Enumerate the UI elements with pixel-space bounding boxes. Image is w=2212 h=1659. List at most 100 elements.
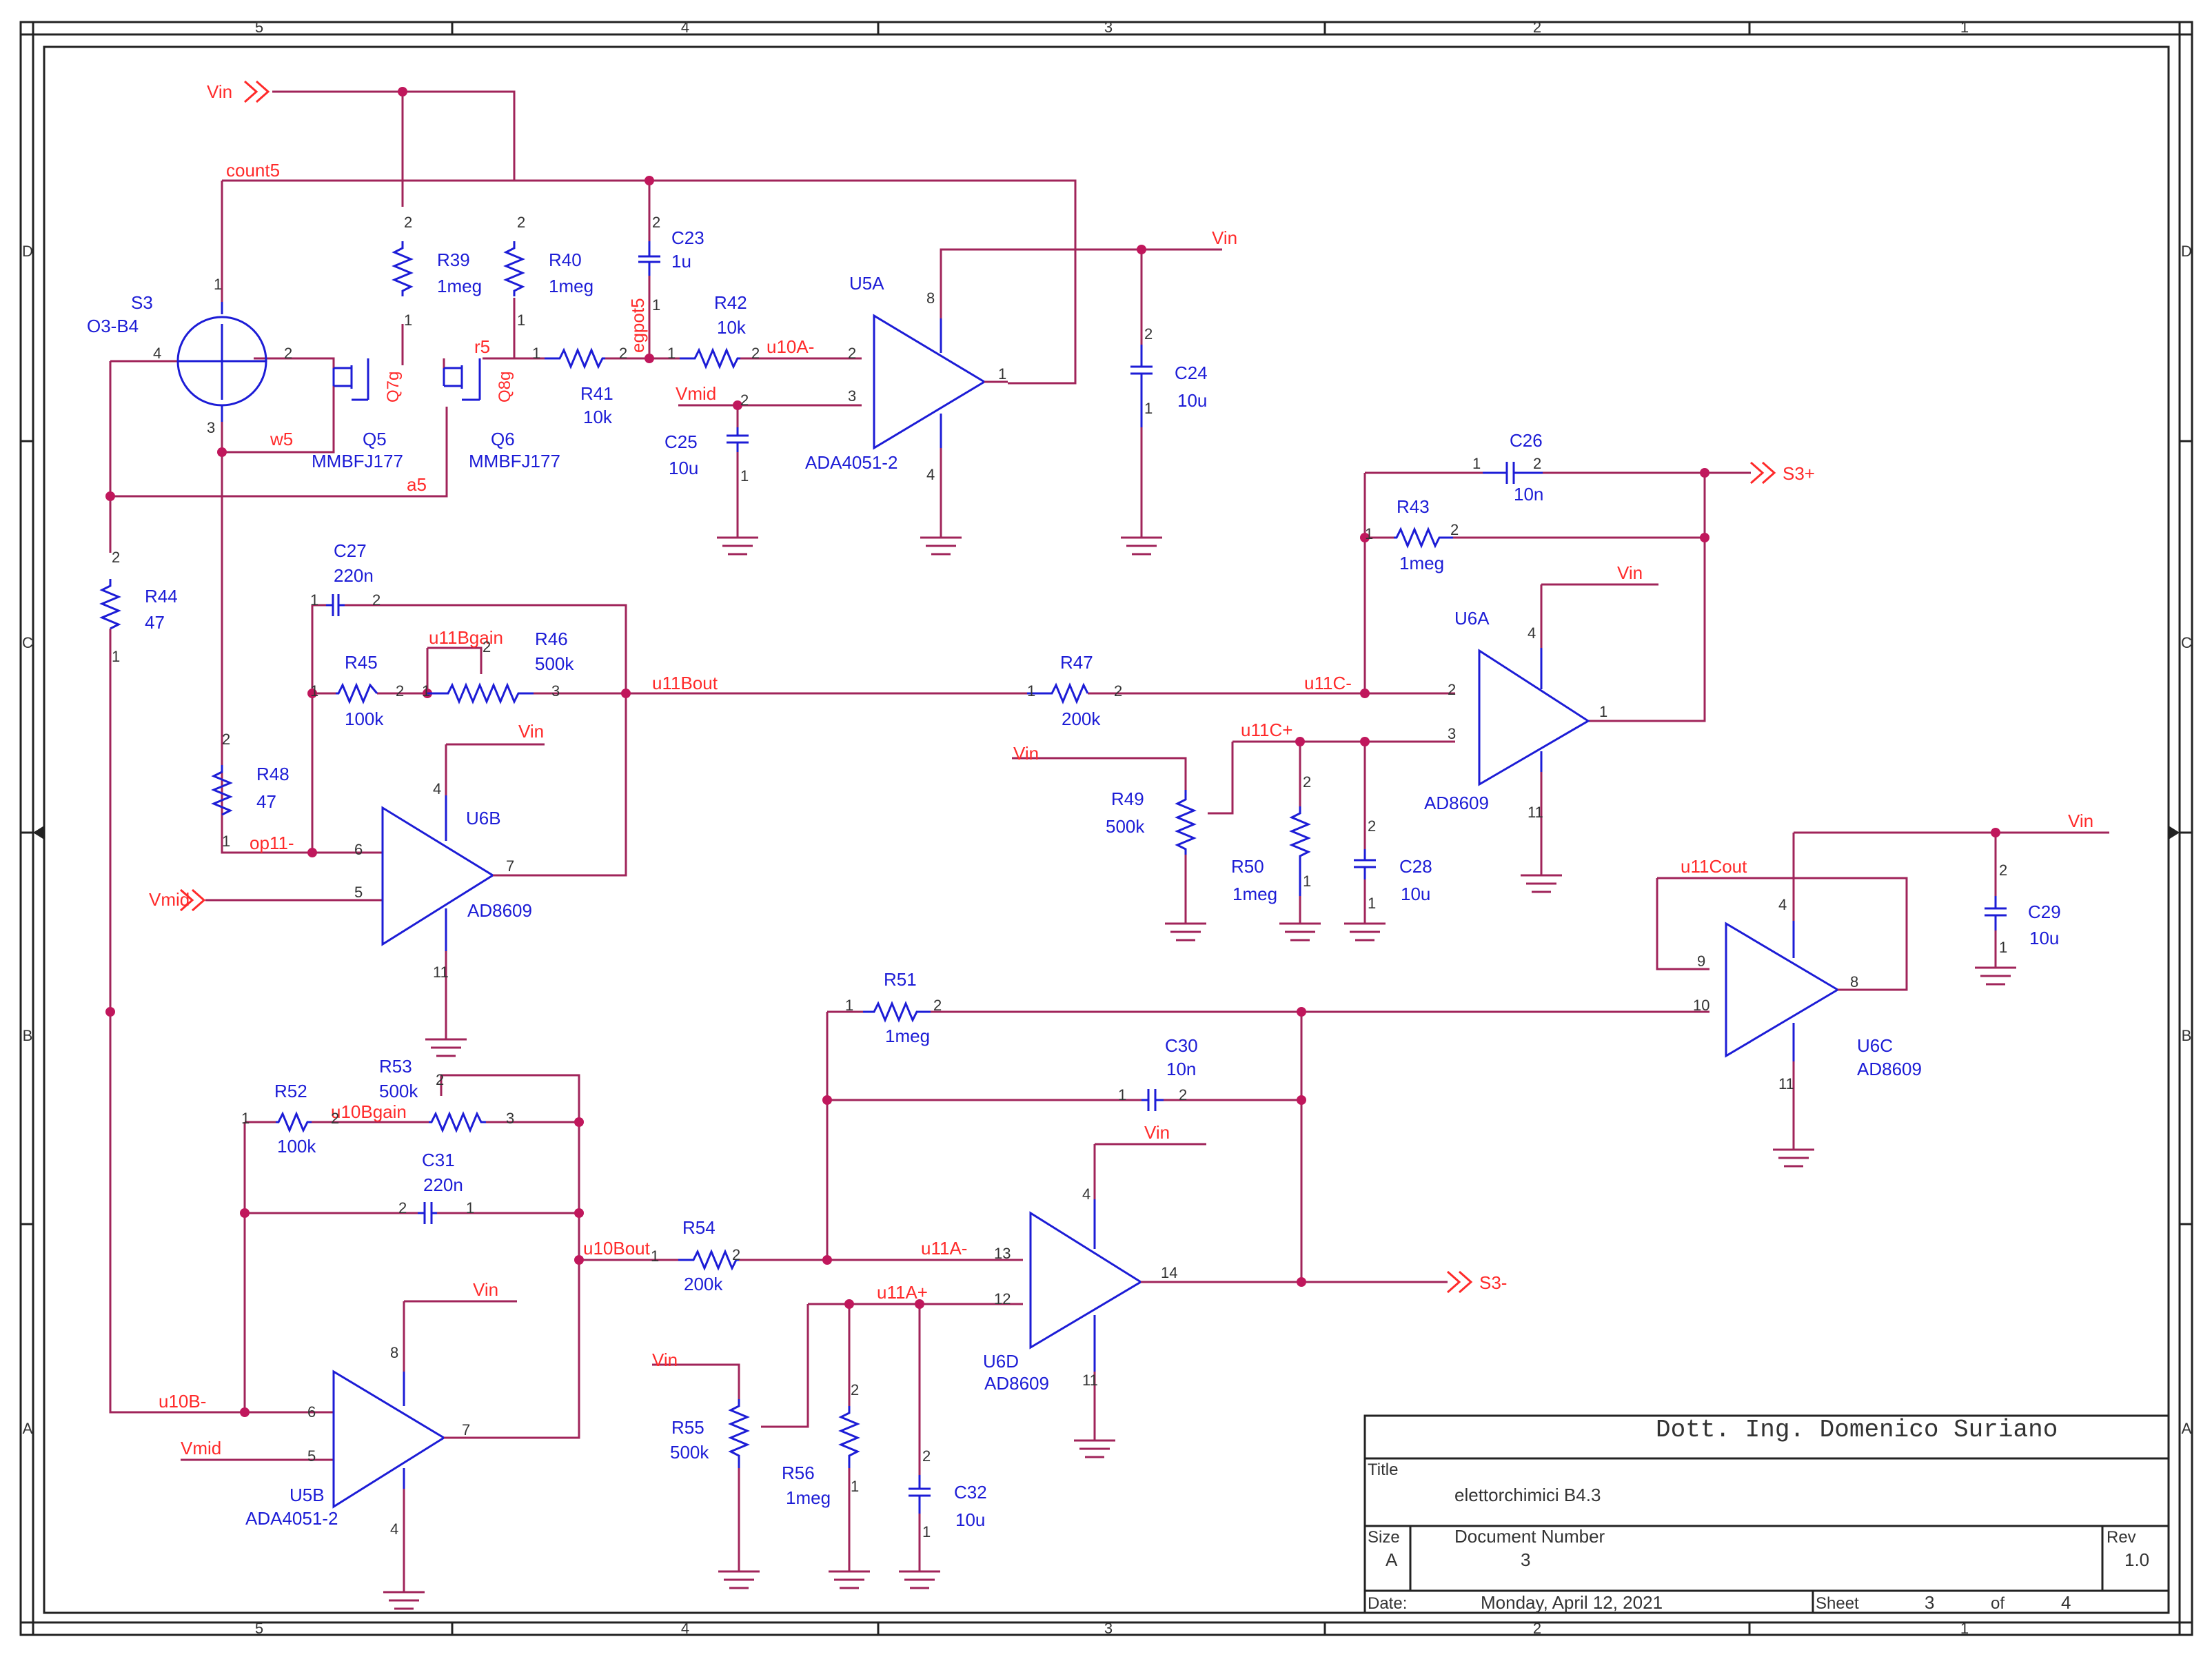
q5-gate-label: Q7g	[384, 372, 403, 403]
svg-text:11: 11	[433, 964, 449, 981]
svg-text:1: 1	[422, 682, 430, 700]
title-block: Dott. Ing. Domenico Suriano Title eletto…	[1363, 1414, 2170, 1614]
port-label-s3p: S3+	[1783, 463, 1815, 484]
value-r42: 10k	[717, 317, 747, 338]
ref-r42: R42	[714, 292, 747, 313]
value-c28: 10u	[1401, 884, 1430, 904]
net-labels: Vin count5 r5 w5 a5 egpot5 u10A- Vmid op…	[149, 81, 2093, 1458]
value-r54: 200k	[684, 1274, 723, 1294]
value-u6b: AD8609	[467, 900, 532, 921]
svg-text:1: 1	[998, 365, 1006, 383]
net-label-vin: Vin	[207, 81, 232, 102]
opamp-u5b	[332, 1370, 446, 1509]
capacitor-c27	[326, 594, 345, 616]
ground-symbol	[829, 1570, 870, 1589]
net-label-u11cout: u11Cout	[1681, 856, 1747, 877]
size-value: A	[1386, 1549, 1398, 1570]
value-r56: 1meg	[786, 1487, 831, 1508]
svg-text:2: 2	[1179, 1086, 1187, 1103]
svg-text:12: 12	[994, 1290, 1011, 1307]
wires	[109, 90, 2109, 1592]
svg-text:4: 4	[926, 466, 935, 483]
svg-text:1: 1	[740, 467, 749, 485]
col-label-bottom: 2	[1533, 1620, 1541, 1637]
svg-text:1: 1	[1027, 682, 1035, 700]
svg-text:2: 2	[517, 214, 525, 231]
sensor-s3-symbol	[176, 302, 267, 422]
ground-symbol	[1165, 922, 1206, 942]
net-label-vin: Vin	[1013, 743, 1039, 764]
value-c24: 10u	[1177, 390, 1207, 411]
svg-text:2: 2	[1114, 682, 1122, 700]
ref-r46: R46	[535, 629, 568, 649]
ref-c26: C26	[1510, 430, 1543, 451]
resistor-r51	[863, 1001, 931, 1023]
ref-c25: C25	[664, 431, 698, 452]
svg-text:2: 2	[222, 731, 230, 748]
ground-symbol	[1344, 922, 1386, 942]
ref-c32: C32	[954, 1482, 987, 1503]
net-label-a5: a5	[407, 474, 427, 495]
svg-text:1: 1	[1599, 703, 1607, 720]
svg-text:6: 6	[354, 841, 363, 858]
svg-text:2: 2	[436, 1071, 444, 1088]
capacitor-c23	[638, 241, 660, 276]
ground-symbol	[1773, 1148, 1814, 1168]
svg-text:3: 3	[1448, 725, 1456, 742]
ref-c29: C29	[2028, 902, 2061, 922]
ref-r45: R45	[345, 652, 378, 673]
ground-symbol	[425, 1038, 467, 1057]
junctions	[105, 87, 2000, 1417]
sheet-value: 3	[1925, 1592, 1934, 1613]
value-c23: 1u	[671, 251, 691, 272]
row-label-right: C	[2181, 634, 2192, 651]
svg-text:9: 9	[1697, 953, 1705, 970]
resistor-r47	[1027, 682, 1089, 704]
capacitor-c32	[909, 1475, 931, 1514]
net-label-w5: w5	[270, 429, 293, 449]
svg-text:2: 2	[740, 391, 749, 409]
svg-text:1: 1	[1999, 939, 2007, 956]
svg-text:1: 1	[1144, 400, 1153, 417]
value-s3: O3-B4	[87, 316, 139, 336]
value-q6: MMBFJ177	[469, 451, 560, 471]
value-q5: MMBFJ177	[312, 451, 403, 471]
value-r45: 100k	[345, 709, 384, 729]
net-label-u11a-plus: u11A+	[877, 1282, 928, 1303]
col-label-top: 5	[255, 19, 263, 36]
net-label-vmid: Vmid	[676, 383, 716, 404]
resistor-r52	[276, 1111, 312, 1133]
svg-text:3: 3	[848, 387, 856, 405]
value-u5a: ADA4051-2	[805, 452, 897, 473]
svg-text:1: 1	[404, 312, 412, 329]
value-r44: 47	[145, 612, 165, 633]
ground-symbol	[383, 1591, 425, 1610]
svg-text:4: 4	[1528, 624, 1536, 642]
resistor-r40	[503, 241, 525, 296]
border-arrows	[33, 826, 2180, 839]
value-r46: 500k	[535, 653, 574, 674]
border-labels: 5 4 3 2 1 5 4 3 2 1 D C B A D C B A	[22, 19, 2192, 1637]
ref-r50: R50	[1231, 856, 1264, 877]
resistor-r44	[99, 579, 121, 630]
svg-text:3: 3	[551, 682, 560, 700]
svg-text:2: 2	[1368, 817, 1376, 835]
value-r39: 1meg	[437, 276, 482, 296]
ref-u5a: U5A	[849, 273, 884, 294]
value-u5b: ADA4051-2	[245, 1508, 338, 1529]
capacitor-c29	[1985, 896, 2007, 930]
value-u6d: AD8609	[984, 1373, 1049, 1394]
ref-q6: Q6	[491, 429, 515, 449]
net-label-u11bgain: u11Bgain	[429, 627, 503, 648]
svg-text:2: 2	[751, 345, 760, 362]
svg-text:14: 14	[1161, 1264, 1177, 1281]
port-arrow-vin	[244, 80, 258, 103]
svg-text:2: 2	[1303, 773, 1311, 791]
svg-text:2: 2	[1144, 325, 1153, 343]
net-label-vmid: Vmid	[149, 889, 190, 910]
svg-text:1: 1	[1303, 873, 1311, 890]
ref-c28: C28	[1399, 856, 1432, 877]
svg-text:13: 13	[994, 1245, 1011, 1262]
ref-r53: R53	[379, 1056, 412, 1077]
value-u6a: AD8609	[1424, 793, 1489, 813]
